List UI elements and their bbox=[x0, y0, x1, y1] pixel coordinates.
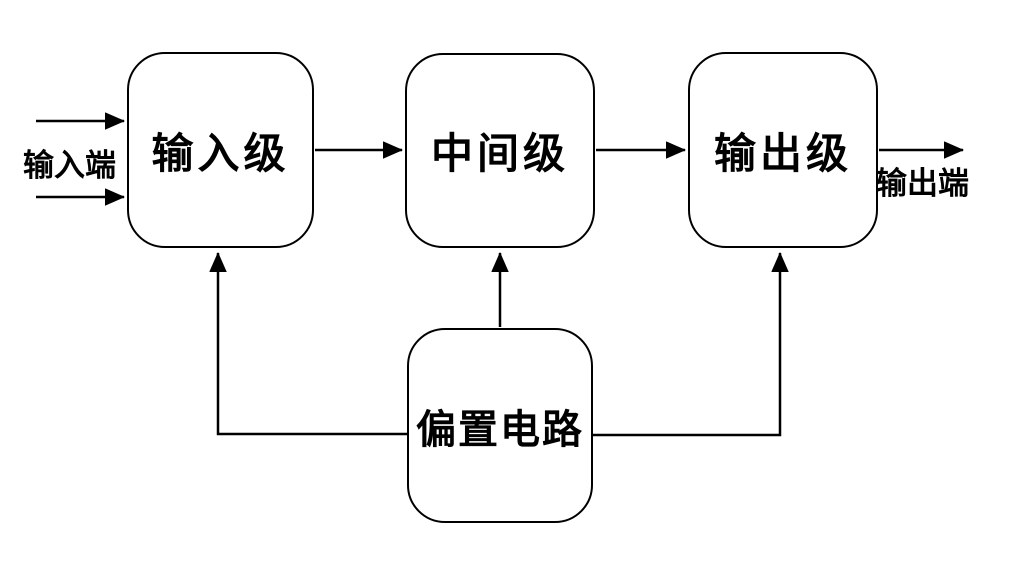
node-bias-circuit: 偏置电路 bbox=[407, 328, 593, 523]
output-terminal-label: 输出端 bbox=[876, 166, 969, 201]
input-terminal-label: 输入端 bbox=[23, 148, 116, 183]
node-output-stage: 输出级 bbox=[688, 52, 878, 248]
node-output-stage-label: 输出级 bbox=[713, 131, 852, 178]
node-intermediate-stage: 中间级 bbox=[405, 53, 595, 248]
node-bias-circuit-label: 偏置电路 bbox=[416, 406, 584, 452]
arrow-bias-to-input bbox=[209, 251, 407, 436]
node-input-stage: 输入级 bbox=[127, 52, 314, 248]
node-intermediate-stage-label: 中间级 bbox=[430, 132, 569, 178]
node-input-stage-label: 输入级 bbox=[151, 131, 290, 178]
arrow-bias-to-output bbox=[593, 251, 789, 437]
